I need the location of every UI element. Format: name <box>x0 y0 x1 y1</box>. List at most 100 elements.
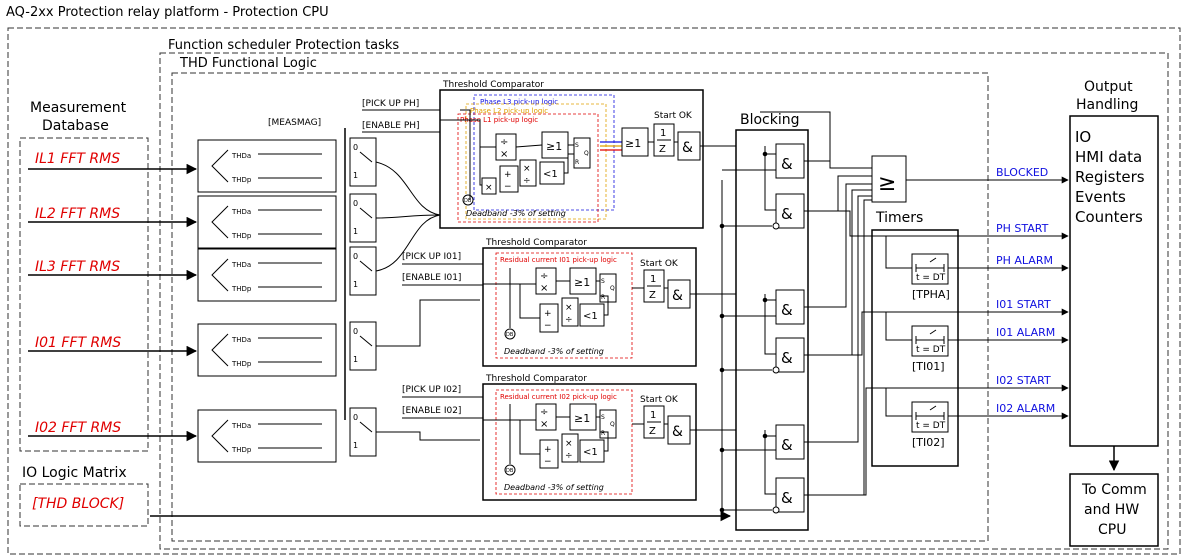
io-matrix-title: IO Logic Matrix <box>22 465 127 481</box>
svg-text:&: & <box>781 155 793 173</box>
svg-text:≥1: ≥1 <box>625 137 641 150</box>
pickup-ph: [PICK UP PH] <box>362 99 419 109</box>
svg-text:DB: DB <box>506 332 514 338</box>
svg-text:THDp: THDp <box>231 176 252 184</box>
svg-text:R: R <box>601 430 605 437</box>
svg-text:THDp: THDp <box>231 285 252 293</box>
svg-text:Q: Q <box>610 421 615 428</box>
svg-text:Residual current I02 pick-up l: Residual current I02 pick-up logic <box>500 393 617 401</box>
input-il3: IL3 FFT RMS <box>35 259 120 275</box>
timer-tpha: [TPHA] <box>912 288 950 301</box>
output-item-registers: Registers <box>1075 168 1145 186</box>
svg-text:&: & <box>672 288 683 304</box>
svg-text:×: × <box>565 439 573 449</box>
signal-i02-alarm: I02 ALARM <box>996 402 1055 415</box>
blocking-title: Blocking <box>740 112 800 128</box>
input-il1: IL1 FFT RMS <box>35 151 120 167</box>
svg-text:−: − <box>544 457 552 467</box>
svg-text:Start OK: Start OK <box>640 259 679 269</box>
svg-text:Phase L3 pick-up logic: Phase L3 pick-up logic <box>480 98 558 106</box>
svg-text:Z: Z <box>649 426 656 437</box>
timer-ti02: [TI02] <box>912 436 945 449</box>
signal-ph-alarm: PH ALARM <box>996 254 1053 267</box>
svg-text:×: × <box>565 303 573 313</box>
logic-title: THD Functional Logic <box>179 56 317 71</box>
svg-text:&: & <box>781 301 793 319</box>
input-i02: I02 FFT RMS <box>35 420 121 436</box>
svg-text:&: & <box>781 489 793 507</box>
output-item-io: IO <box>1075 128 1091 146</box>
scheduler-frame <box>159 52 1169 550</box>
svg-text:÷: ÷ <box>500 137 508 148</box>
svg-text:&: & <box>682 140 693 156</box>
signal-i02-start: I02 START <box>996 374 1051 387</box>
svg-text:<1: <1 <box>583 447 598 458</box>
blocking-block <box>735 129 809 531</box>
svg-text:Deadband -3% of setting: Deadband -3% of setting <box>504 483 604 492</box>
svg-text:0: 0 <box>353 199 358 208</box>
scheduler-title: Function scheduler Protection tasks <box>168 38 399 53</box>
measurement-inputs: IL1 FFT RMS IL2 FFT RMS IL3 FFT RMS I01 … <box>35 151 121 436</box>
svg-text:≥1: ≥1 <box>546 140 562 153</box>
svg-text:0: 0 <box>353 143 358 152</box>
svg-text:1: 1 <box>353 355 358 364</box>
output-item-hmi: HMI data <box>1075 148 1142 166</box>
svg-text:THDa: THDa <box>231 422 251 430</box>
svg-text:Q: Q <box>584 150 589 157</box>
svg-text:Deadband -3% of setting: Deadband -3% of setting <box>466 209 566 218</box>
svg-text:Residual current I01 pick-up l: Residual current I01 pick-up logic <box>500 256 617 264</box>
enable-i01: [ENABLE I01] <box>402 273 461 283</box>
svg-text:Deadband -3% of setting: Deadband -3% of setting <box>504 347 604 356</box>
svg-text:S: S <box>601 278 605 285</box>
svg-text:t = DT: t = DT <box>916 273 946 283</box>
svg-text:DB: DB <box>464 198 472 204</box>
signal-i01-alarm: I01 ALARM <box>996 326 1055 339</box>
comm-line-2: and HW <box>1084 502 1139 518</box>
comm-line-1: To Comm <box>1081 482 1147 498</box>
svg-text:1: 1 <box>650 410 656 421</box>
svg-text:1: 1 <box>353 227 358 236</box>
svg-text:<1: <1 <box>583 311 598 322</box>
timer-ti01: [TI01] <box>912 360 945 373</box>
svg-text:DB: DB <box>506 468 514 474</box>
svg-text:÷: ÷ <box>565 315 573 325</box>
enable-i02: [ENABLE I02] <box>402 406 461 416</box>
svg-text:THDa: THDa <box>231 336 251 344</box>
svg-text:Start OK: Start OK <box>640 395 679 405</box>
svg-text:Phase L1 pick-up logic: Phase L1 pick-up logic <box>460 116 538 124</box>
output-handling <box>1069 115 1159 447</box>
output-title-2: Handling <box>1076 97 1138 113</box>
svg-text:Phase L2 pick-up logic: Phase L2 pick-up logic <box>470 107 548 115</box>
svg-text:Z: Z <box>659 144 666 155</box>
thd-block-input: [THD BLOCK] <box>32 496 124 512</box>
svg-text:&: & <box>781 205 793 223</box>
signal-i01-start: I01 START <box>996 298 1051 311</box>
svg-text:≥1: ≥1 <box>574 276 590 289</box>
svg-text:−: − <box>504 182 512 192</box>
svg-text:THDa: THDa <box>231 261 251 269</box>
input-il2: IL2 FFT RMS <box>35 206 120 222</box>
svg-text:×: × <box>500 149 508 160</box>
svg-text:×: × <box>523 164 531 174</box>
svg-text:0: 0 <box>353 252 358 261</box>
svg-text:÷: ÷ <box>523 176 531 186</box>
comm-cpu-block <box>1069 473 1159 547</box>
svg-text:S: S <box>601 414 605 421</box>
svg-text:t = DT: t = DT <box>916 421 946 431</box>
svg-text:÷: ÷ <box>565 451 573 461</box>
svg-text:0: 0 <box>353 327 358 336</box>
svg-text:÷: ÷ <box>540 271 548 282</box>
svg-text:+: + <box>504 170 512 180</box>
svg-text:Start OK: Start OK <box>654 111 693 121</box>
svg-text:&: & <box>781 436 793 454</box>
svg-text:÷: ÷ <box>540 407 548 418</box>
svg-text:≥1: ≥1 <box>574 412 590 425</box>
measurement-title: Measurement <box>30 100 127 116</box>
comparator-i02-title: Threshold Comparator <box>485 374 587 384</box>
timers-title: Timers <box>875 210 923 226</box>
svg-text:THDp: THDp <box>231 446 252 454</box>
output-signals: BLOCKED PH START PH ALARM I01 START I01 … <box>996 166 1055 415</box>
svg-text:≥: ≥ <box>878 171 896 196</box>
